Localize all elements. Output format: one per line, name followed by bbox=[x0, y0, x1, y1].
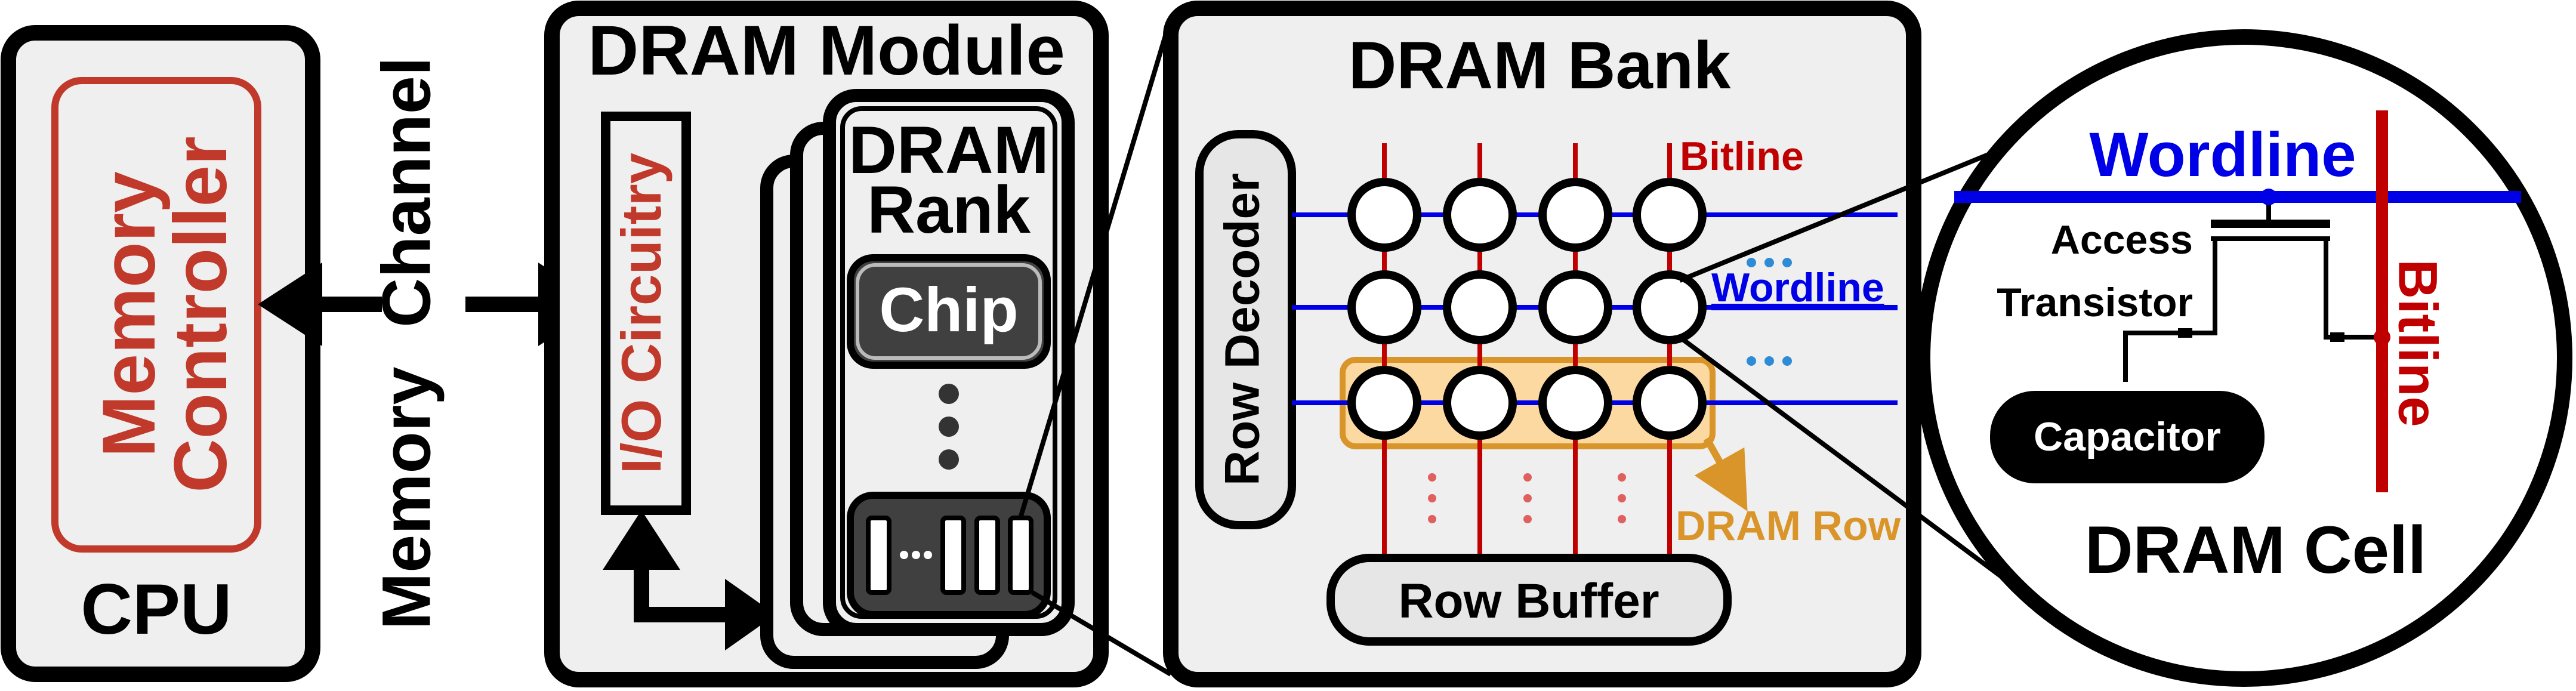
bank-slot-3 bbox=[974, 516, 1000, 595]
wordline-dot-a2 bbox=[1764, 258, 1774, 267]
chip-label: Chip bbox=[879, 275, 1018, 345]
memory-channel: Memory Channel bbox=[258, 57, 603, 630]
transistor-left-leg bbox=[2189, 239, 2217, 335]
cell-array bbox=[1347, 178, 1707, 440]
bank-wordline-label: Wordline bbox=[1711, 265, 1884, 310]
bitline-dot-1a bbox=[1428, 473, 1436, 482]
rank-ellipsis-dot-2 bbox=[939, 417, 959, 437]
cpu-title: CPU bbox=[81, 569, 232, 649]
bank-slot-ellipsis-2 bbox=[912, 551, 920, 559]
io-circuitry-label: I/O Circuitry bbox=[610, 153, 672, 474]
cell-r1-c1 bbox=[1347, 178, 1421, 252]
capacitor-label: Capacitor bbox=[2034, 414, 2221, 459]
cell-r3-c3 bbox=[1538, 366, 1612, 440]
bank-bitline-label: Bitline bbox=[1680, 134, 1804, 179]
memory-channel-left-arrowhead-icon bbox=[258, 263, 322, 346]
dram-bank-title: DRAM Bank bbox=[1349, 28, 1732, 103]
cell-wordline-label: Wordline bbox=[2089, 120, 2356, 190]
cell-r2-c4 bbox=[1633, 270, 1707, 344]
bitline-dot-1b bbox=[1428, 494, 1436, 502]
row-decoder-box bbox=[1195, 130, 1296, 529]
bank-slot-1 bbox=[866, 516, 891, 595]
transistor-label: Transistor bbox=[1997, 280, 2193, 325]
dram-rank-label-line1: DRAM bbox=[849, 113, 1049, 187]
io-arrow-up-icon bbox=[603, 510, 680, 570]
memory-controller-box bbox=[51, 77, 261, 553]
bitline-contact-node bbox=[2374, 329, 2390, 346]
cell-r3-c2 bbox=[1443, 366, 1517, 440]
bank-slot-4 bbox=[1008, 516, 1034, 595]
cell-r1-c2 bbox=[1443, 178, 1517, 252]
wordline-dot-a3 bbox=[1782, 258, 1792, 267]
wordline-dot-a1 bbox=[1747, 258, 1756, 267]
access-label: Access bbox=[2051, 217, 2193, 263]
bank-slot-2 bbox=[940, 516, 966, 595]
bank-slot-ellipsis-1 bbox=[900, 551, 908, 559]
wordline-gate-node bbox=[2260, 189, 2277, 205]
dram-rank-label-line2: Rank bbox=[867, 172, 1031, 247]
cell-r3-c1 bbox=[1347, 366, 1421, 440]
cpu-panel: Memory Controller CPU bbox=[1, 25, 320, 682]
dram-bank-box bbox=[1163, 1, 1921, 687]
row-decoder-label: Row Decoder bbox=[1215, 173, 1270, 486]
dram-row-arrow bbox=[1694, 437, 1748, 511]
cell-r1-c3 bbox=[1538, 178, 1612, 252]
memory-channel-label-word1: Memory bbox=[368, 366, 445, 630]
io-to-rank-connector bbox=[634, 558, 740, 622]
cell-r2-c3 bbox=[1538, 270, 1612, 344]
cell-r1-c4 bbox=[1633, 178, 1707, 252]
dram-cell-title: DRAM Cell bbox=[2085, 513, 2426, 587]
bitline-dot-2c bbox=[1523, 515, 1532, 523]
rank-ellipsis-dot-1 bbox=[939, 384, 959, 404]
row-buffer-box bbox=[1326, 554, 1732, 646]
cell-r3-c4 bbox=[1633, 366, 1707, 440]
zoom-line-bank-top bbox=[1018, 17, 1173, 519]
bank-slot-ellipsis-3 bbox=[924, 551, 932, 559]
zoom-line-bank-bottom bbox=[1031, 590, 1173, 677]
memory-channel-label-gap bbox=[382, 289, 465, 319]
capacitor-wire bbox=[2123, 331, 2181, 382]
bitline-dot-1c bbox=[1428, 515, 1436, 523]
wordline-dot-b2 bbox=[1764, 356, 1774, 366]
bitline-dot-3b bbox=[1618, 494, 1626, 502]
wordline-dot-b3 bbox=[1782, 356, 1792, 366]
wordline-dot-b1 bbox=[1747, 356, 1756, 366]
io-arrow-right-icon bbox=[725, 579, 776, 650]
transistor-right-leg bbox=[2324, 239, 2382, 340]
bitline-dots bbox=[1428, 473, 1626, 523]
memory-controller-label-line1: Memory bbox=[88, 171, 171, 457]
dram-module-panel: DRAM Module I/O Circuitry DRAM Rank Chip bbox=[544, 1, 1109, 687]
bitline-dot-2a bbox=[1523, 473, 1532, 482]
row-buffer-label: Row Buffer bbox=[1398, 574, 1659, 628]
bitline-dot-3c bbox=[1618, 515, 1626, 523]
bitline-dot-2b bbox=[1523, 494, 1532, 502]
memory-controller-label-line2: Controller bbox=[159, 136, 242, 492]
dram-bank-panel: DRAM Bank Row Decoder bbox=[1163, 1, 1921, 687]
capacitor-box bbox=[1990, 391, 2265, 483]
dram-module-title: DRAM Module bbox=[588, 11, 1065, 90]
cell-bitline-label: Bitline bbox=[2387, 259, 2448, 427]
rank-ellipsis-dot-3 bbox=[939, 449, 959, 470]
memory-channel-label-word2: Channel bbox=[368, 57, 445, 328]
chip-box bbox=[847, 254, 1051, 369]
io-circuitry-box bbox=[601, 112, 691, 515]
transistor-right-terminal bbox=[2330, 332, 2344, 342]
chip-box-highlight bbox=[856, 263, 1042, 360]
transistor-left-terminal bbox=[2178, 328, 2192, 338]
cell-r2-c1 bbox=[1347, 270, 1421, 344]
cell-r2-c2 bbox=[1443, 270, 1517, 344]
dram-row-label: DRAM Row bbox=[1676, 502, 1901, 549]
bitline-dot-3a bbox=[1618, 473, 1626, 482]
dram-cell-panel: Wordline Bitline Access Transistor Capac… bbox=[1915, 29, 2572, 687]
